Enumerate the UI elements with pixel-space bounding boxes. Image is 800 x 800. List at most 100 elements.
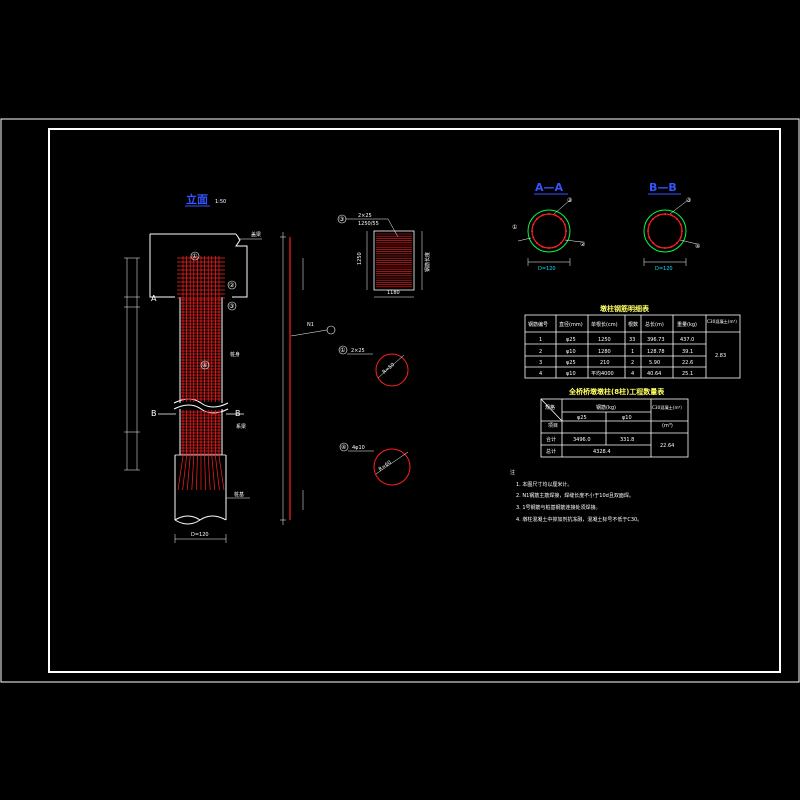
rt-r0c2: 1250	[598, 337, 611, 343]
rt-r2c5: 22.6	[682, 360, 693, 366]
qty-row2-value: 4328.4	[593, 449, 611, 455]
elevation-dim-chain	[124, 257, 140, 471]
cage-flare-bar	[204, 455, 206, 491]
section-rebar-dot	[670, 245, 673, 248]
cage-flare-bar	[186, 455, 191, 491]
inner-frame	[48, 128, 781, 673]
note-item-3: 3. 1号钢筋与桩基钢筋连接处须焊接。	[516, 505, 601, 511]
section-rebar-dot	[532, 236, 535, 239]
rt-r0c5: 437.0	[680, 337, 694, 343]
rebar-table-title: 墩柱钢筋明细表	[600, 304, 650, 313]
cap-beam-outline	[149, 234, 175, 298]
qty-row1-b: 331.8	[620, 437, 634, 443]
n1-callout	[326, 325, 336, 335]
section-a-label: A	[151, 294, 157, 303]
section-rebar-dot	[676, 242, 679, 245]
detail-low-callout	[339, 442, 349, 452]
note-item-4: 4. 墩柱混凝土中掺加剂抗冻融，混凝土标号不低于C30。	[516, 517, 643, 523]
cage-flare-bar	[218, 455, 225, 491]
section-aa-callout-2: ①	[512, 224, 517, 231]
section-rebar-dot	[560, 242, 563, 245]
quantity-table: 全桥桥墩墩柱(8柱)工程数量表 规格 项目 钢筋(kg) C30混凝土(m³) …	[540, 387, 689, 458]
cap-beam-label: 盖梁	[251, 231, 261, 238]
section-rebar-dot	[554, 245, 557, 248]
section-rebar-dot	[535, 242, 538, 245]
rt-h6: C30混凝土(m³)	[707, 318, 737, 325]
callout-circle-4	[200, 360, 210, 370]
cage-flare-bar	[211, 455, 216, 491]
qty-sub-a: φ25	[577, 415, 587, 421]
elevation-title: 立面	[186, 192, 208, 206]
rt-h0: 钢筋编号	[528, 321, 548, 328]
rt-h3: 根数	[628, 321, 638, 328]
detail-low-callout-text: ④	[341, 444, 346, 451]
section-rebar-dot	[560, 217, 563, 220]
rt-r0c1: φ25	[566, 337, 576, 343]
qty-h-rebar: 钢筋(kg)	[596, 404, 616, 411]
rt-r3c1: φ10	[566, 371, 576, 377]
section-rebar-dot	[679, 223, 682, 226]
rt-concrete: 2.83	[715, 353, 726, 359]
rt-r2c4: 5.90	[649, 360, 660, 366]
callout-circle-3	[227, 301, 237, 311]
width-dim-text: D=120	[191, 532, 209, 538]
stirrup-block-outline	[373, 230, 415, 291]
pile-break-2	[174, 515, 201, 521]
section-rebar-dot	[554, 214, 557, 217]
detail-mid-circle	[375, 353, 409, 387]
rt-r1c3: 1	[631, 349, 634, 355]
section-bb-title: B—B	[649, 181, 677, 194]
section-rebar-dot	[532, 223, 535, 226]
rt-r3c4: 40.64	[647, 371, 661, 377]
section-rebar-dot	[541, 245, 544, 248]
rt-r1c2: 1280	[598, 349, 611, 355]
section-rebar-dot	[647, 230, 649, 232]
detail-mid-label-a: 2×25	[351, 348, 365, 354]
section-rebar-dot	[676, 217, 679, 220]
section-rebar-dot	[648, 223, 651, 226]
detail-top-dim-right: 钢筋长度	[424, 252, 431, 272]
section-rebar-dot	[679, 236, 682, 239]
cage-flare-bar	[207, 455, 211, 491]
elevation-callouts: ① ② ③ ④ 桩身 系梁 桩基	[190, 251, 250, 499]
callout-circle-1	[190, 251, 200, 261]
rt-r2c3: 2	[631, 360, 634, 366]
callout-2-text: ②	[229, 282, 235, 289]
section-rebar-dot	[664, 213, 666, 215]
n1-label-0: N1	[307, 322, 314, 328]
section-b-label-right: B	[235, 409, 241, 418]
qty-table-title: 全桥桥墩墩柱(8柱)工程数量表	[568, 387, 665, 396]
detail-mid-hoop: ① 2×25 R=50	[338, 345, 409, 387]
section-rebar-dot	[563, 236, 566, 239]
detail-low-hoop: ④ 4φ10 R=60	[339, 442, 411, 486]
rt-r0c4: 396.73	[647, 337, 665, 343]
section-rebar-dot	[681, 230, 683, 232]
section-rebar-dot	[535, 217, 538, 220]
section-bb-callout-2: ④	[695, 243, 700, 250]
label-tie: 系梁	[236, 423, 246, 430]
rt-r3c3: 4	[631, 371, 634, 377]
rt-r3c2: 平均4000	[591, 370, 614, 377]
detail-low-circle	[373, 448, 411, 486]
pile-break	[174, 515, 227, 525]
section-rebar-dot	[648, 236, 651, 239]
rt-h4: 总长(m)	[645, 321, 664, 328]
detail-mid-callout	[338, 345, 348, 355]
note-item-2: 2. N1钢筋主筋焊接，焊缝长度不小于10d且双面焊。	[516, 493, 634, 499]
elevation-view: 立面 1:50 盖梁 ①	[124, 192, 262, 543]
section-rebar-dot	[531, 230, 533, 232]
rt-h2: 单根长(cm)	[591, 321, 618, 328]
rt-h5: 重量(kg)	[677, 321, 697, 328]
section-b-label-left: B	[151, 409, 157, 418]
width-dimension: D=120	[174, 532, 227, 543]
elevation-scale: 1:50	[215, 199, 226, 205]
rt-r3c0: 4	[539, 371, 542, 377]
section-rebar-dot	[657, 214, 660, 217]
cage-flare-bar	[215, 455, 220, 491]
cage-flare-bar	[182, 455, 187, 491]
rt-r1c1: φ10	[566, 349, 576, 355]
n1-leader	[290, 329, 328, 337]
notes-heading: 注	[510, 470, 516, 476]
detail-low-label-a: 4φ10	[352, 445, 365, 451]
